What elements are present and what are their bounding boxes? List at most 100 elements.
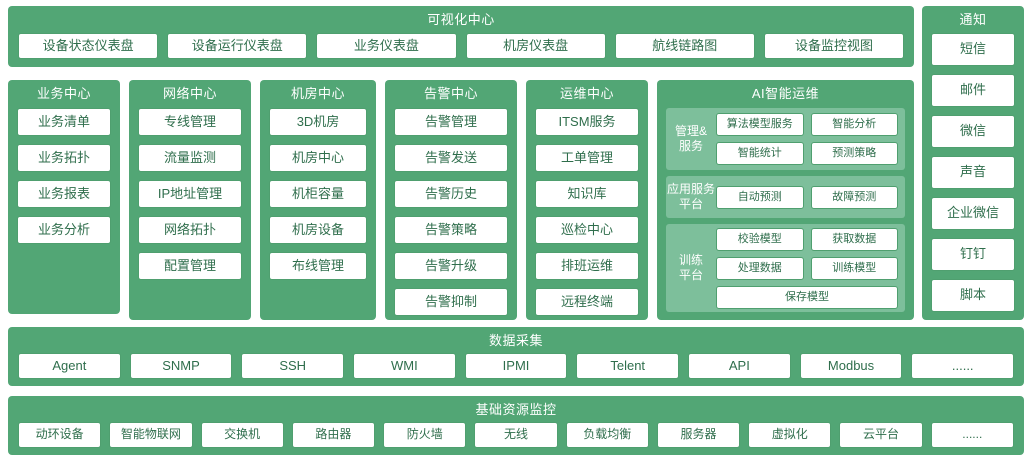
network-item-2[interactable]: IP地址管理 <box>138 180 242 208</box>
alarm-item-5[interactable]: 告警抑制 <box>394 288 508 316</box>
network-center-items: 专线管理 流量监测 IP地址管理 网络拓扑 配置管理 <box>138 108 242 280</box>
network-center-panel: 网络中心 专线管理 流量监测 IP地址管理 网络拓扑 配置管理 <box>129 80 251 320</box>
ai-item-auto-prediction[interactable]: 自动预测 <box>716 185 804 209</box>
viz-item-5[interactable]: 设备监控视图 <box>763 33 905 59</box>
viz-item-1[interactable]: 设备运行仪表盘 <box>167 33 308 59</box>
ops-item-3[interactable]: 巡检中心 <box>535 216 639 244</box>
collect-item-6[interactable]: API <box>688 353 791 379</box>
base-item-1[interactable]: 智能物联网 <box>109 422 193 448</box>
network-item-1[interactable]: 流量监测 <box>138 144 242 172</box>
ai-group-training-row-2: 保存模型 <box>716 285 898 309</box>
business-item-2[interactable]: 业务报表 <box>17 180 111 208</box>
ai-item-intelligent-analysis[interactable]: 智能分析 <box>810 113 898 136</box>
notify-item-6[interactable]: 脚本 <box>931 279 1015 312</box>
notify-item-0[interactable]: 短信 <box>931 33 1015 66</box>
visualization-center-title: 可视化中心 <box>427 12 495 27</box>
ai-item-fetch-data[interactable]: 获取数据 <box>810 227 898 251</box>
operations-center-title: 运维中心 <box>559 86 614 101</box>
visualization-center-panel: 可视化中心 设备状态仪表盘 设备运行仪表盘 业务仪表盘 机房仪表盘 航线链路图 … <box>8 6 914 67</box>
collect-item-7[interactable]: Modbus <box>799 353 903 379</box>
ai-group-training-platform-body: 校验模型 获取数据 处理数据 训练模型 保存模型 <box>716 222 905 315</box>
ops-item-2[interactable]: 知识库 <box>535 180 639 208</box>
datacenter-room-panel: 机房中心 3D机房 机房中心 机柜容量 机房设备 布线管理 <box>260 80 376 320</box>
room-item-1[interactable]: 机房中心 <box>269 144 367 172</box>
network-item-3[interactable]: 网络拓扑 <box>138 216 242 244</box>
data-collection-title: 数据采集 <box>488 333 543 348</box>
network-item-4[interactable]: 配置管理 <box>138 252 242 280</box>
ai-item-validate-model[interactable]: 校验模型 <box>716 227 804 251</box>
notify-item-5[interactable]: 钉钉 <box>931 238 1015 271</box>
notification-items: 短信 邮件 微信 声音 企业微信 钉钉 脚本 <box>931 33 1015 312</box>
business-item-3[interactable]: 业务分析 <box>17 216 111 244</box>
base-item-9[interactable]: 云平台 <box>839 422 923 448</box>
collect-item-4[interactable]: IPMI <box>464 353 568 379</box>
ai-item-train-model[interactable]: 训练模型 <box>810 256 898 280</box>
ops-item-4[interactable]: 排班运维 <box>535 252 639 280</box>
ai-item-process-data[interactable]: 处理数据 <box>716 256 804 280</box>
data-collection-panel: 数据采集 Agent SNMP SSH WMI IPMI Telent API … <box>8 327 1024 386</box>
notify-item-2[interactable]: 微信 <box>931 115 1015 148</box>
base-resource-title: 基础资源监控 <box>475 402 557 417</box>
ai-group-training-row-0: 校验模型 获取数据 <box>716 227 898 251</box>
ai-group-management-body: 算法模型服务 智能分析 智能统计 预测策略 <box>716 107 905 171</box>
ai-item-algorithm-service[interactable]: 算法模型服务 <box>716 113 804 136</box>
base-item-10[interactable]: ...... <box>930 422 1014 448</box>
notification-title: 通知 <box>959 12 987 27</box>
room-item-3[interactable]: 机房设备 <box>269 216 367 244</box>
alarm-item-3[interactable]: 告警策略 <box>394 216 508 244</box>
business-item-0[interactable]: 业务清单 <box>17 108 111 136</box>
base-item-6[interactable]: 负载均衡 <box>565 422 649 448</box>
ai-item-intelligent-statistics[interactable]: 智能统计 <box>716 142 804 165</box>
business-center-panel: 业务中心 业务清单 业务拓扑 业务报表 业务分析 <box>8 80 120 314</box>
base-item-7[interactable]: 服务器 <box>656 422 741 448</box>
ai-ops-panel: AI智能运维 管理&服务 算法模型服务 智能分析 智能统计 预测策略 应用服务平… <box>657 80 914 320</box>
alarm-item-2[interactable]: 告警历史 <box>394 180 508 208</box>
collect-item-0[interactable]: Agent <box>18 353 121 379</box>
datacenter-room-title: 机房中心 <box>290 86 345 101</box>
ai-item-prediction-strategy[interactable]: 预测策略 <box>810 142 898 165</box>
viz-item-0[interactable]: 设备状态仪表盘 <box>18 33 159 59</box>
ai-group-app-service: 应用服务平台 自动预测 故障预测 <box>666 176 905 218</box>
alarm-item-4[interactable]: 告警升级 <box>394 252 508 280</box>
business-item-1[interactable]: 业务拓扑 <box>17 144 111 172</box>
viz-item-3[interactable]: 机房仪表盘 <box>465 33 606 59</box>
ops-item-5[interactable]: 远程终端 <box>535 288 639 316</box>
visualization-center-items: 设备状态仪表盘 设备运行仪表盘 业务仪表盘 机房仪表盘 航线链路图 设备监控视图 <box>18 33 905 59</box>
base-item-2[interactable]: 交换机 <box>200 422 284 448</box>
base-item-3[interactable]: 路由器 <box>291 422 376 448</box>
base-item-8[interactable]: 虚拟化 <box>748 422 832 448</box>
collect-item-2[interactable]: SSH <box>241 353 345 379</box>
base-item-4[interactable]: 防火墙 <box>383 422 467 448</box>
collect-item-5[interactable]: Telent <box>576 353 680 379</box>
base-item-5[interactable]: 无线 <box>474 422 558 448</box>
base-resource-items: 动环设备 智能物联网 交换机 路由器 防火墙 无线 负载均衡 服务器 虚拟化 云… <box>18 422 1014 448</box>
room-item-4[interactable]: 布线管理 <box>269 252 367 280</box>
ai-ops-title: AI智能运维 <box>751 86 820 101</box>
notify-item-4[interactable]: 企业微信 <box>931 197 1015 230</box>
viz-item-4[interactable]: 航线链路图 <box>614 33 755 59</box>
base-item-0[interactable]: 动环设备 <box>18 422 102 448</box>
collect-item-3[interactable]: WMI <box>353 353 456 379</box>
network-item-0[interactable]: 专线管理 <box>138 108 242 136</box>
collect-item-1[interactable]: SNMP <box>129 353 233 379</box>
notify-item-3[interactable]: 声音 <box>931 156 1015 189</box>
ai-group-app-service-label: 应用服务平台 <box>666 182 715 211</box>
collect-item-8[interactable]: ...... <box>911 353 1015 379</box>
ops-item-1[interactable]: 工单管理 <box>535 144 639 172</box>
room-item-0[interactable]: 3D机房 <box>269 108 367 136</box>
alarm-center-panel: 告警中心 告警管理 告警发送 告警历史 告警策略 告警升级 告警抑制 <box>385 80 517 320</box>
business-center-title: 业务中心 <box>36 86 91 101</box>
alarm-item-0[interactable]: 告警管理 <box>394 108 508 136</box>
ai-group-management-row-1: 智能统计 预测策略 <box>716 142 898 165</box>
ai-group-app-service-row-0: 自动预测 故障预测 <box>716 185 898 209</box>
base-resource-panel: 基础资源监控 动环设备 智能物联网 交换机 路由器 防火墙 无线 负载均衡 服务… <box>8 396 1024 455</box>
notify-item-1[interactable]: 邮件 <box>931 74 1015 107</box>
alarm-item-1[interactable]: 告警发送 <box>394 144 508 172</box>
ops-item-0[interactable]: ITSM服务 <box>535 108 639 136</box>
room-item-2[interactable]: 机柜容量 <box>269 180 367 208</box>
ai-item-fault-prediction[interactable]: 故障预测 <box>810 185 898 209</box>
datacenter-room-items: 3D机房 机房中心 机柜容量 机房设备 布线管理 <box>269 108 367 280</box>
ai-item-save-model[interactable]: 保存模型 <box>716 285 898 309</box>
viz-item-2[interactable]: 业务仪表盘 <box>316 33 457 59</box>
